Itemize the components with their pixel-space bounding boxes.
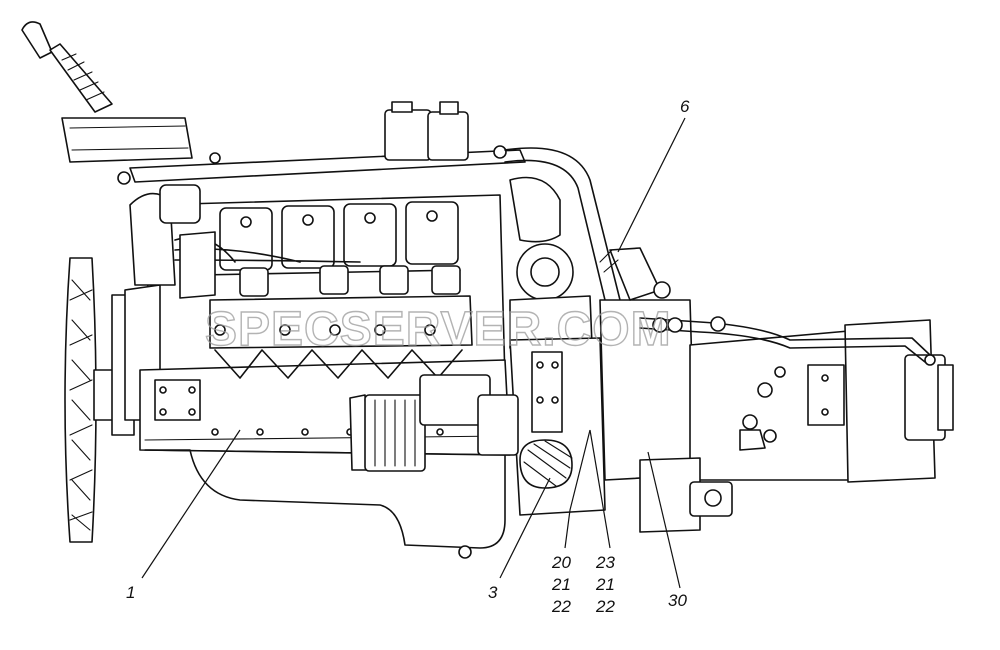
callout-20: 20 [551, 553, 571, 572]
starter-motor [349, 374, 519, 472]
turbocharger [509, 176, 593, 349]
watermark: SPECSERVER.COM [205, 303, 672, 356]
cylinder-heads [129, 184, 473, 379]
callout-6: 6 [680, 97, 690, 116]
callout-21-left: 21 [551, 575, 571, 594]
leader-lines [141, 117, 686, 589]
callout-22-right: 22 [595, 597, 615, 616]
callout-23: 23 [595, 553, 615, 572]
clutch-housing [509, 337, 606, 516]
callout-22-left: 22 [551, 597, 571, 616]
fan [64, 257, 135, 543]
callout-1: 1 [126, 583, 135, 602]
coolant-expansion-tanks [384, 101, 469, 161]
callout-21-right: 21 [595, 575, 615, 594]
clutch-booster [599, 247, 671, 301]
callout-3: 3 [488, 583, 498, 602]
callouts: 1 3 6 20 21 22 23 21 22 30 [126, 97, 690, 616]
callout-30: 30 [668, 591, 687, 610]
air-pipe [504, 147, 621, 301]
gearbox [599, 299, 954, 533]
